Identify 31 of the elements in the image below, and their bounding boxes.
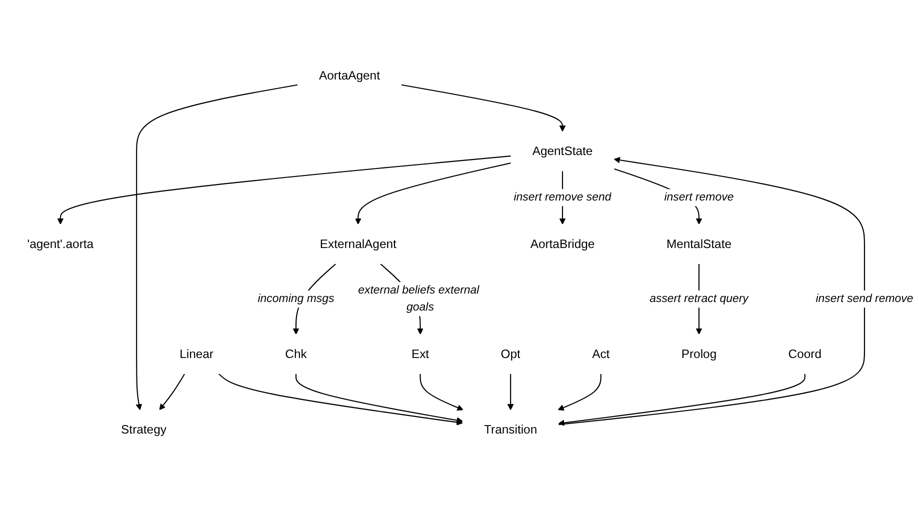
arrow [57,155,511,224]
arrow [159,374,185,410]
node-text: ExternalAgent [320,236,396,251]
node-text: Act [592,346,610,361]
edge-label: insert remove [664,191,734,204]
arrow [354,162,511,224]
edge-label: incoming msgs [258,292,334,305]
node-text: AortaAgent [319,68,380,82]
node-text: MentalState [666,236,732,251]
node-text: Strategy [121,422,166,436]
node-text: Coord [788,346,822,361]
node-text: AortaBridge [530,236,595,251]
node-text: AgentState [532,144,593,158]
node-text: Ext [411,346,430,361]
node-text: 'agent'.aorta [27,236,94,251]
node-text: Prolog [681,346,717,361]
arrow [295,374,463,424]
arrow [218,373,463,426]
arrow [136,84,298,410]
edge-label: insert send remove [816,292,914,305]
arrow [558,374,602,410]
edge-label: insert remove send [514,191,612,204]
arrow [558,374,806,426]
node-text: Transition [484,422,538,436]
node-text: Chk [285,346,307,361]
arrow [507,374,514,410]
node-text: Linear [180,346,214,361]
arrow [401,84,566,132]
arrow [420,374,464,410]
edge-label: external beliefs external goals [358,284,480,314]
node-text: Opt [500,346,520,361]
